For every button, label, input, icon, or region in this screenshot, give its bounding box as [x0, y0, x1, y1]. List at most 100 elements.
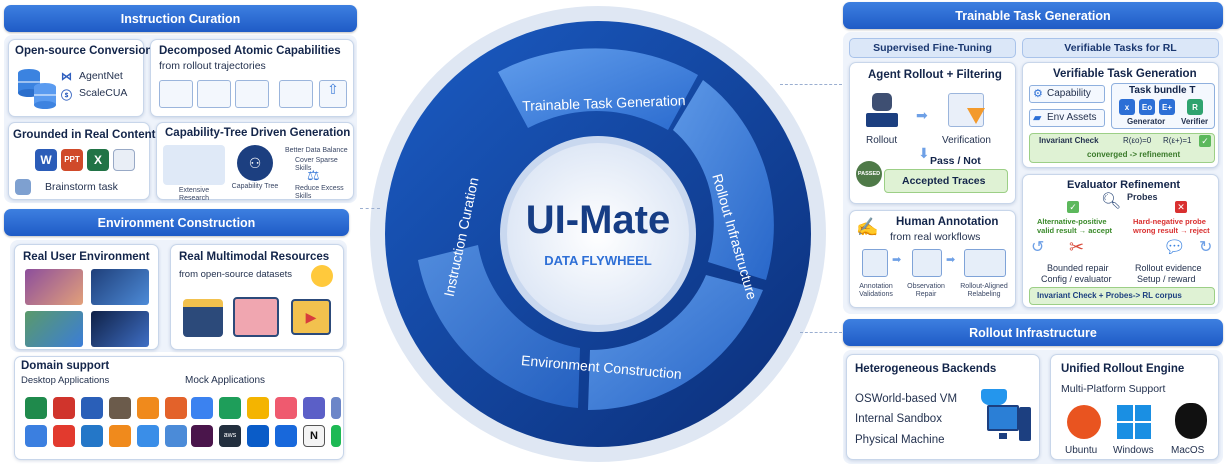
env-assets-box [1029, 109, 1105, 127]
observation-repair-icon [912, 249, 942, 277]
accept-check-icon: ✓ [1067, 201, 1079, 213]
draw-app-icon[interactable] [165, 397, 187, 419]
capability-tree-node-icon: ⚇ [237, 145, 273, 181]
evaluator-title: Evaluator Refinement [1067, 179, 1181, 191]
extensive-research-label: Extensive Research [178, 187, 210, 202]
instruction-curation-header: Instruction Curation [4, 5, 357, 32]
r-zero-label: R(εo)=0 [1123, 136, 1152, 145]
flow-arrow-icon-1: ➡ [892, 254, 902, 266]
passed-badge-icon: PASSED [856, 161, 882, 187]
slides-mock-icon[interactable] [331, 397, 341, 419]
grounded-content-card: Grounded in Real Content W PPT X Brainst… [8, 122, 155, 200]
azure-mock-icon[interactable] [247, 425, 269, 447]
bounded-repair-label: Bounded repair [1047, 263, 1109, 273]
desktop-screenshot-4 [91, 311, 149, 347]
verifiable-task-card: Verifiable Task Generation ⚙ Capability … [1022, 62, 1219, 168]
slack-mock-icon[interactable] [191, 425, 213, 447]
folder-icon [183, 299, 223, 337]
docs-mock-icon[interactable] [191, 397, 213, 419]
teams-mock-icon[interactable] [303, 397, 325, 419]
sheets-app-icon[interactable] [25, 397, 47, 419]
notion-mock-icon[interactable]: N [303, 425, 325, 447]
converged-label: converged -> refinement [1087, 150, 1181, 159]
real-user-environment-card: Real User Environment [14, 244, 159, 350]
rollout-infrastructure-header: Rollout Infrastructure [843, 319, 1223, 346]
real-multimodal-card: Real Multimodal Resources from open-sour… [170, 244, 344, 350]
capability-label: Capability [1047, 88, 1091, 99]
verifiable-subheader: Verifiable Tasks for RL [1022, 38, 1219, 58]
balance-scale-icon: ⚖ [307, 167, 320, 183]
r-one-label: R(ε+)=1 [1163, 136, 1192, 145]
apple-icon [1175, 403, 1207, 439]
open-source-conversion-card: Open-source Conversion ⋈ AgentNet ⓢ Scal… [8, 39, 152, 117]
hard-negative-desc: wrong result → reject [1133, 226, 1210, 235]
cycle-arrow-left-icon: ↺ [1031, 239, 1045, 256]
step-observation-repair: Observation Repair [907, 283, 945, 298]
decomposed-title: Decomposed Atomic Capabilities [159, 45, 341, 57]
alt-positive-desc: valid result → accept [1037, 226, 1113, 235]
ubuntu-label: Ubuntu [1065, 445, 1098, 456]
backends-title: Heterogeneous Backends [855, 363, 997, 375]
vscode-app-icon[interactable] [81, 425, 103, 447]
flow-arrow-icon-2: ➡ [946, 254, 956, 266]
folder-small-icon: ▰ [1033, 112, 1042, 124]
verification-icon [948, 93, 985, 127]
flywheel-subtitle: DATA FLYWHEEL [544, 253, 652, 268]
agent-rollout-card: Agent Rollout + Filtering Rollout ➡ Veri… [849, 62, 1016, 204]
step-rollout-relabeling: Rollout-Aligned Relabeling [960, 283, 1008, 298]
scalecua-label: ScaleCUA [79, 87, 128, 99]
aws-mock-icon[interactable]: aws [219, 425, 241, 447]
capability-tree-node-label: Capability Tree [231, 183, 279, 190]
environment-construction-header: Environment Construction [4, 209, 349, 236]
verification-label: Verification [942, 135, 991, 146]
desktop-screenshot-1 [25, 269, 83, 305]
blender-app-icon[interactable] [109, 425, 131, 447]
sheets-mock-icon[interactable] [219, 397, 241, 419]
word-icon: W [35, 149, 57, 171]
grounded-title: Grounded in Real Content [13, 129, 156, 141]
chrome-app-icon[interactable] [25, 425, 47, 447]
vlc-app-icon[interactable] [137, 397, 159, 419]
capability-box [1029, 85, 1105, 103]
spotify-mock-icon[interactable] [331, 425, 341, 447]
accepted-traces-label: Accepted Traces [902, 175, 986, 187]
backend-physical: Physical Machine [855, 434, 945, 446]
bundle-x-icon: x [1119, 99, 1135, 115]
seg-left-arc [418, 245, 580, 408]
connector-line-right-bottom [800, 332, 842, 333]
backend-sandbox: Internal Sandbox [855, 413, 942, 425]
arrow-right-icon: ➡ [916, 107, 928, 123]
physical-machine-icon [987, 405, 1031, 449]
human-annotation-subtitle: from real workflows [890, 231, 981, 243]
agentnet-logo-icon: ⋈ [61, 71, 72, 83]
seg-right-arc [673, 80, 774, 280]
bundle-eo-icon: Eo [1139, 99, 1155, 115]
files-app-icon[interactable] [165, 425, 187, 447]
pdf-app-icon[interactable] [53, 425, 75, 447]
reject-x-icon: ✕ [1175, 201, 1187, 213]
brainstorm-label: Brainstorm task [45, 181, 118, 193]
decomposed-capabilities-card: Decomposed Atomic Capabilities from roll… [150, 39, 354, 117]
evidence-chat-icon: 💬︎ [1163, 237, 1186, 257]
hugging-face-icon [311, 265, 333, 287]
probes-label: Probes [1127, 192, 1158, 202]
env-assets-label: Env Assets [1047, 112, 1097, 123]
bundle-eplus-icon: E+ [1159, 99, 1175, 115]
accepted-traces-box [884, 169, 1008, 193]
writer-app-icon[interactable] [81, 397, 103, 419]
gimp-app-icon[interactable] [109, 397, 131, 419]
thunderbird-app-icon[interactable] [137, 425, 159, 447]
asana-mock-icon[interactable] [275, 397, 297, 419]
seg-bottom-arc [588, 275, 763, 410]
multimodal-title: Real Multimodal Resources [179, 251, 330, 263]
step-annotation-validations: Annotation Validations [859, 283, 893, 298]
connector-line-left [360, 208, 380, 209]
impress-app-icon[interactable] [53, 397, 75, 419]
cycle-arrow-right-icon: ↻ [1199, 239, 1213, 256]
windows-icon [1117, 405, 1151, 439]
drive-mock-icon[interactable] [247, 397, 269, 419]
trainable-task-header: Trainable Task Generation [843, 2, 1223, 29]
jira-mock-icon[interactable] [275, 425, 297, 447]
engine-subtitle: Multi-Platform Support [1061, 383, 1166, 395]
desktop-screenshot-2 [91, 269, 149, 305]
